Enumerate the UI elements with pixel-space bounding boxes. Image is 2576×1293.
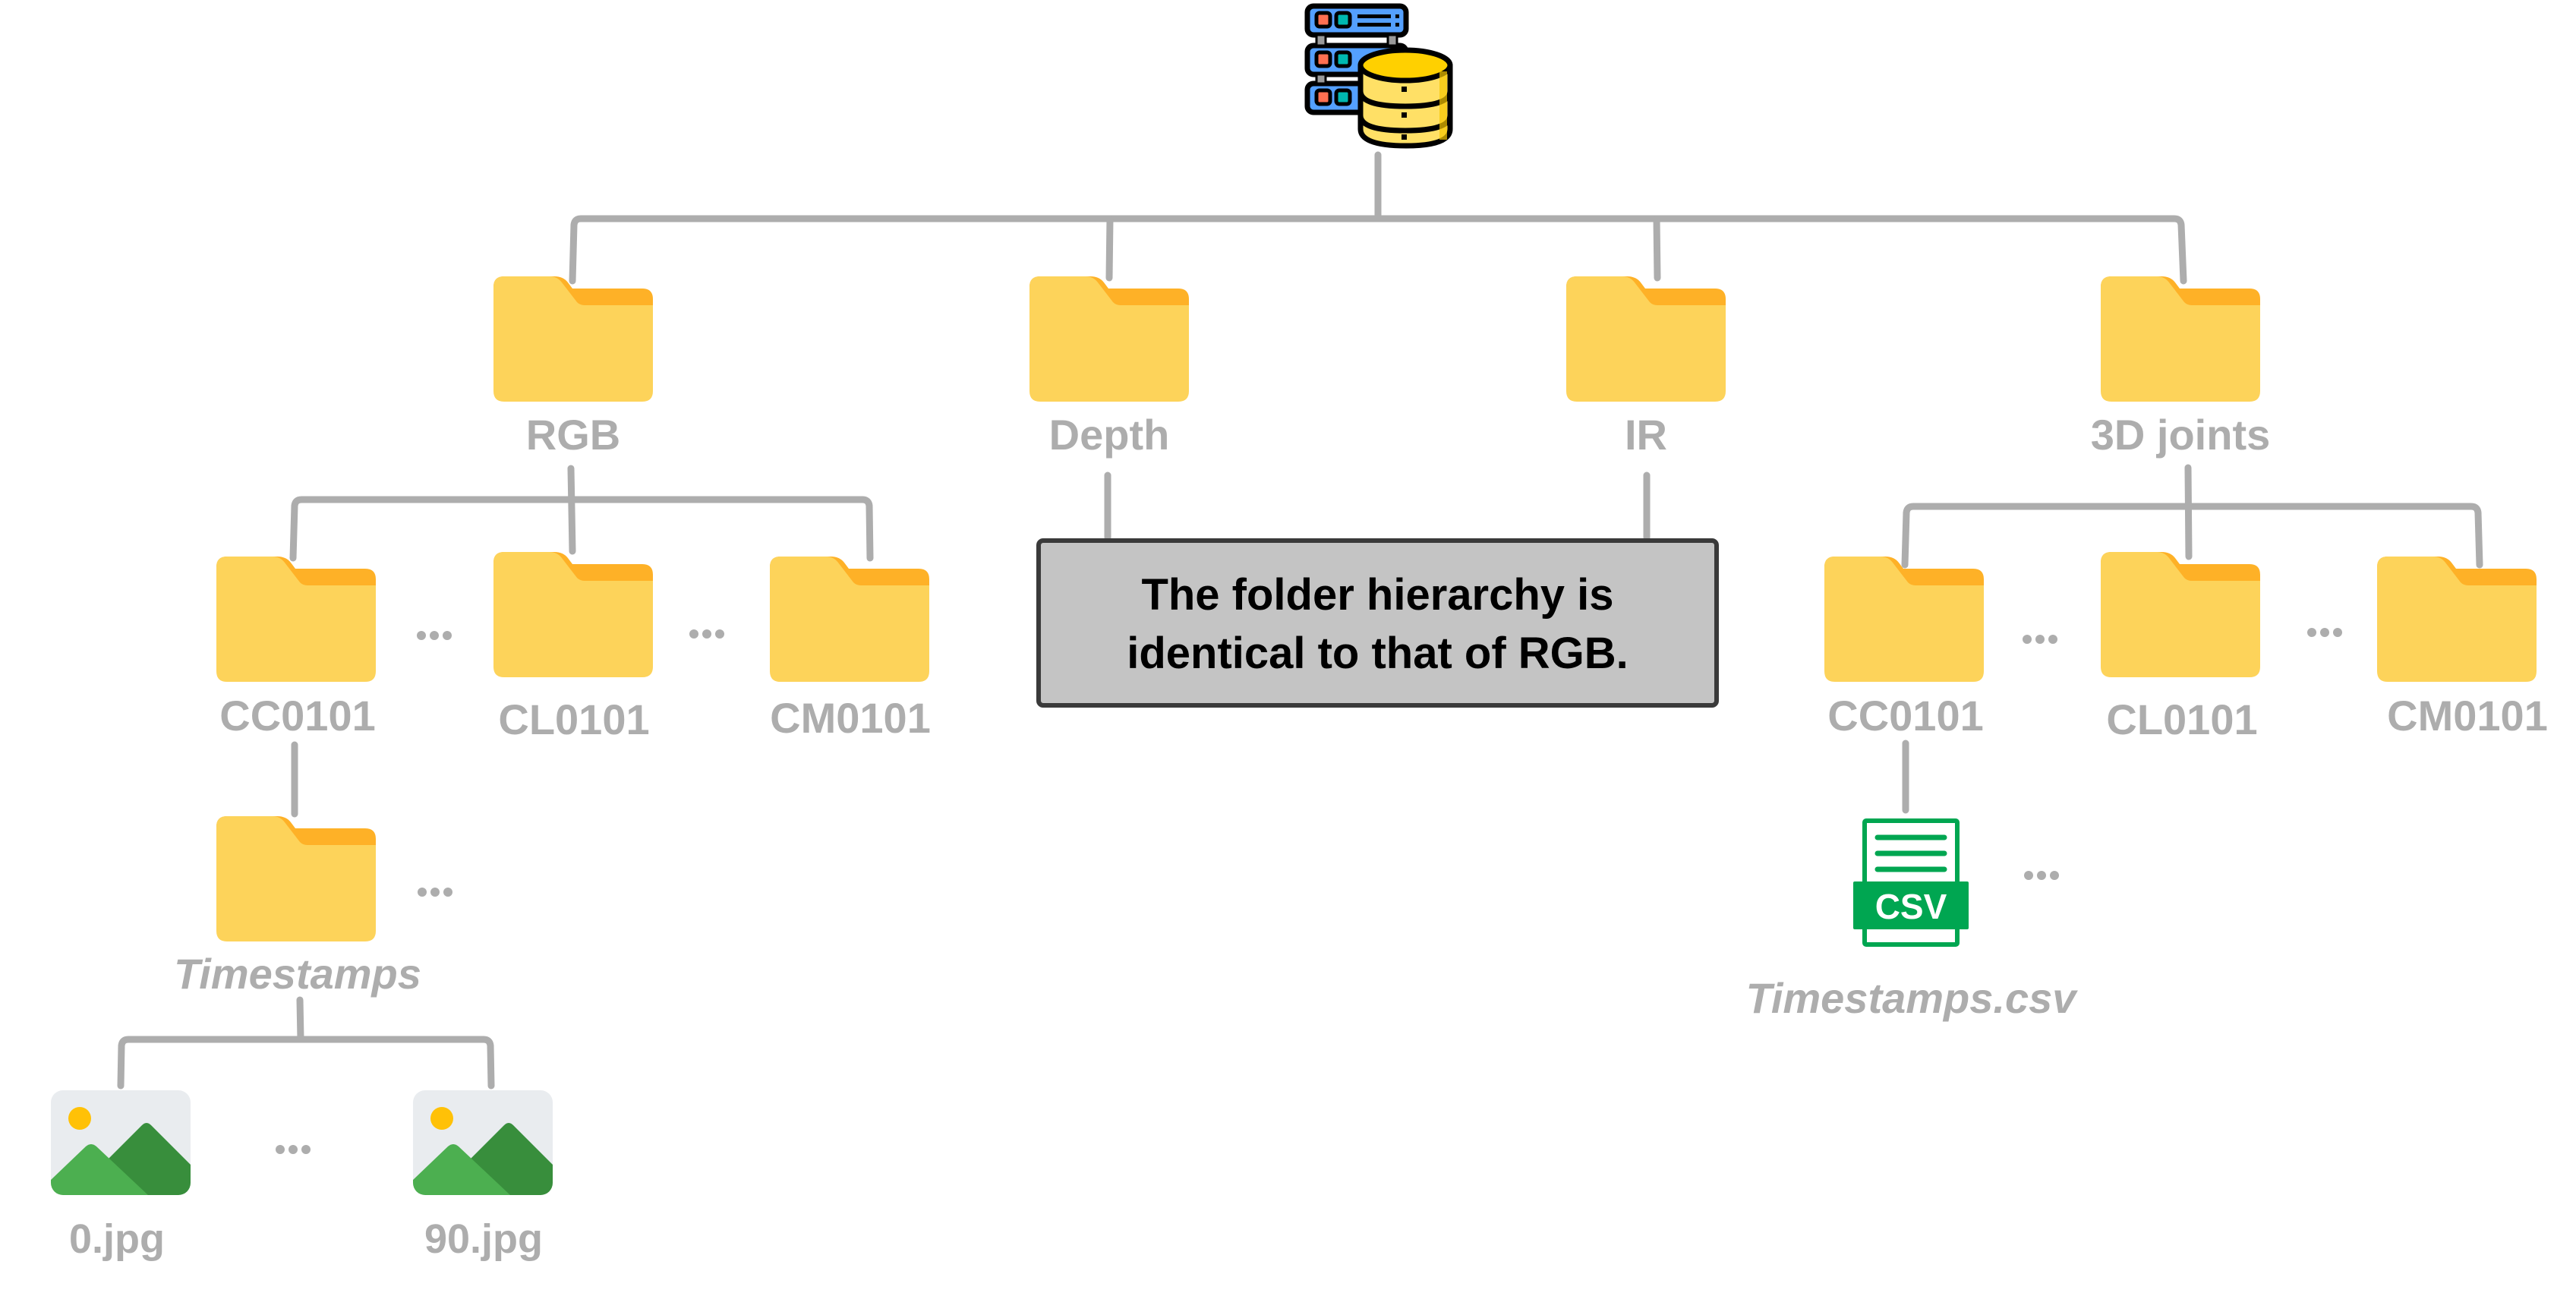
folder-icon [2101,552,2260,677]
folder-rgb-cc0101[interactable] [216,557,376,682]
folder-icon [216,816,376,941]
connector-rgb-bar [289,496,874,562]
folder-3d-joints[interactable] [2101,276,2260,402]
csv-file-icon [1853,818,1969,947]
label-timestamps-csv: Timestamps.csv [1745,974,2076,1022]
ellipsis-icon [2307,628,2342,637]
image-file-0[interactable] [51,1090,191,1195]
label-rgb-cm0101: CM0101 [770,694,931,742]
ellipsis-icon [2024,871,2059,880]
folder-icon [2377,557,2537,682]
folder-icon [493,276,653,402]
label-joints-cl0101: CL0101 [2106,695,2258,743]
note-callout: The folder hierarchy is identical to tha… [1036,538,1719,708]
connector-images-bar [117,1036,495,1090]
connector-joints-bar [1901,503,2483,569]
image-file-icon [51,1090,191,1195]
connector-joints-trunk [2184,464,2193,560]
folder-icon [493,552,653,677]
ellipsis-icon [418,888,452,897]
label-joints-cc0101: CC0101 [1827,692,1984,740]
folder-icon [216,557,376,682]
folder-rgb-cm0101[interactable] [770,557,929,682]
folder-rgb-cl0101[interactable] [493,552,653,677]
csv-badge: CSV [1874,887,1947,926]
label-rgb-cc0101: CC0101 [219,692,376,740]
folder-icon [1566,276,1726,402]
folder-joints-cl0101[interactable] [2101,552,2260,677]
folder-icon [1029,276,1189,402]
connector-rgb-trunk [567,465,576,555]
label-joints-cm0101: CM0101 [2387,692,2548,740]
csv-file[interactable]: CSV [1853,818,1969,947]
folder-depth[interactable] [1029,276,1189,402]
folder-rgb[interactable] [493,276,653,402]
label-ir: IR [1625,411,1667,459]
image-file-90[interactable] [413,1090,553,1195]
label-depth: Depth [1048,411,1170,459]
connector-top-bar [569,215,2187,285]
database-server-icon [1303,2,1455,150]
ellipsis-icon [417,631,452,640]
label-image-90: 90.jpg [424,1216,544,1262]
folder-ir[interactable] [1566,276,1726,402]
label-rgb-cl0101: CL0101 [498,695,650,743]
connector-timestamps-trunk [296,996,304,1043]
folder-icon [770,557,929,682]
folder-icon [2101,276,2260,402]
folder-joints-cm0101[interactable] [2377,557,2537,682]
image-file-icon [413,1090,553,1195]
label-3d-joints: 3D joints [2090,411,2271,459]
ellipsis-icon [689,629,724,639]
ellipsis-icon [2023,635,2057,644]
label-timestamps: Timestamps [174,950,421,998]
label-rgb: RGB [525,411,621,459]
label-image-0: 0.jpg [68,1216,166,1262]
note-text: The folder hierarchy is identical to tha… [1127,569,1629,678]
connector-depth-drop [1105,215,1114,282]
folder-icon [1824,557,1984,682]
ellipsis-icon [276,1145,311,1154]
folder-timestamps[interactable] [216,816,376,941]
folder-joints-cc0101[interactable] [1824,557,1984,682]
